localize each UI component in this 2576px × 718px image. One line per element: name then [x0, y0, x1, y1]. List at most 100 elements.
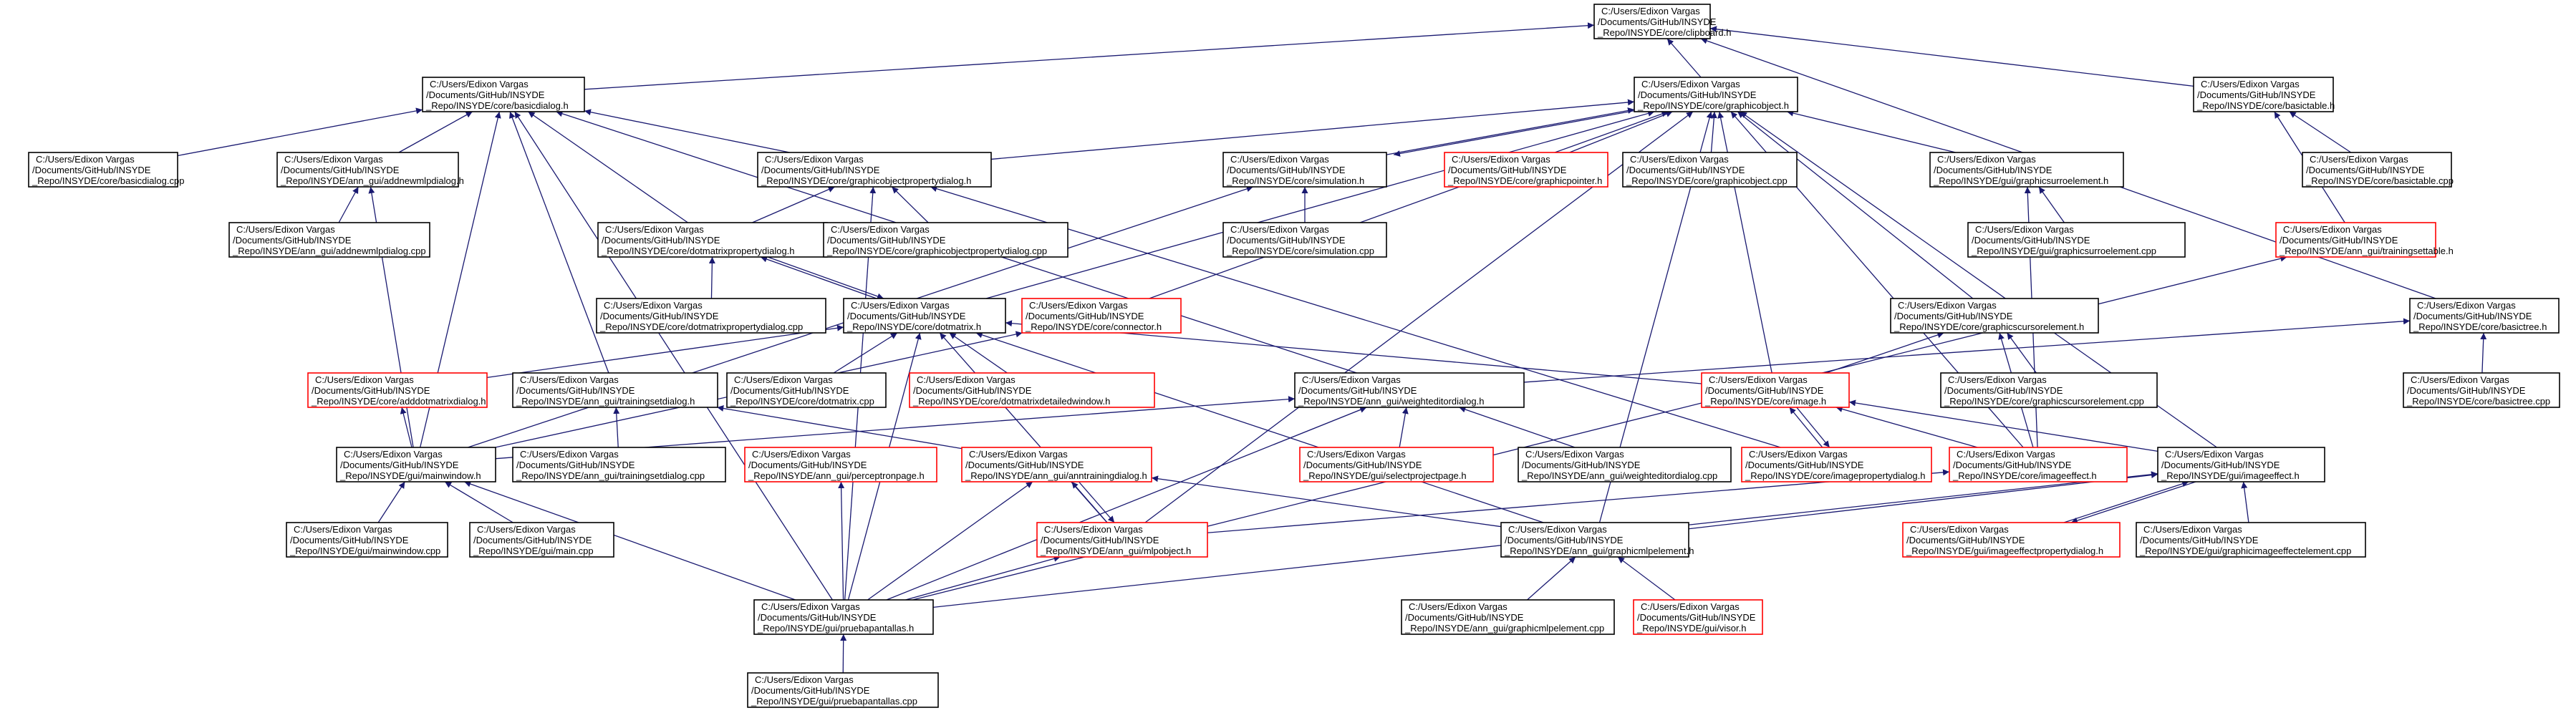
node-box[interactable] [2403, 372, 2560, 408]
node-box[interactable] [469, 522, 614, 558]
node-box[interactable] [1701, 372, 1850, 408]
node-box[interactable] [909, 372, 1155, 408]
node-simulation-h[interactable]: C:/Users/Edixon Vargas/Documents/GitHub/… [1222, 152, 1387, 188]
node-box[interactable] [28, 152, 178, 188]
node-box[interactable] [512, 372, 718, 408]
node-trainingsetdialog-cpp[interactable]: C:/Users/Edixon Vargas/Documents/GitHub/… [512, 447, 726, 482]
node-addnewmlpdialog-cpp[interactable]: C:/Users/Edixon Vargas/Documents/GitHub/… [228, 222, 430, 258]
node-imageeffect-core-h[interactable]: C:/Users/Edixon Vargas/Documents/GitHub/… [1949, 447, 2128, 482]
node-graphicobject-h[interactable]: C:/Users/Edixon Vargas/Documents/GitHub/… [1634, 77, 1798, 112]
node-box[interactable] [1518, 447, 1732, 482]
node-graphicscursorelement-h[interactable]: C:/Users/Edixon Vargas/Documents/GitHub/… [1890, 298, 2099, 334]
node-adddotmatrixdialog-h[interactable]: C:/Users/Edixon Vargas/Documents/GitHub/… [307, 372, 488, 408]
node-trainingsettable-h[interactable]: C:/Users/Edixon Vargas/Documents/GitHub/… [2275, 222, 2454, 258]
node-box[interactable] [1634, 77, 1798, 112]
node-graphicimageeffectelement-cpp[interactable]: C:/Users/Edixon Vargas/Documents/GitHub/… [2136, 522, 2366, 558]
node-box[interactable] [1294, 372, 1525, 408]
node-graphicsurroelement-cpp[interactable]: C:/Users/Edixon Vargas/Documents/GitHub/… [1967, 222, 2186, 258]
node-imageeffect-gui-h[interactable]: C:/Users/Edixon Vargas/Documents/GitHub/… [2157, 447, 2325, 482]
node-box[interactable] [228, 222, 430, 258]
node-box[interactable] [961, 447, 1152, 482]
node-box[interactable] [726, 372, 887, 408]
node-box[interactable] [1299, 447, 1494, 482]
node-box[interactable] [744, 447, 937, 482]
node-box[interactable] [2136, 522, 2366, 558]
node-box[interactable] [1949, 447, 2128, 482]
node-basicdialog-h[interactable]: C:/Users/Edixon Vargas/Documents/GitHub/… [422, 77, 585, 112]
node-box[interactable] [1222, 222, 1387, 258]
node-basicdialog-cpp[interactable]: C:/Users/Edixon Vargas/Documents/GitHub/… [28, 152, 184, 188]
node-visor-h[interactable]: C:/Users/Edixon Vargas/Documents/GitHub/… [1633, 599, 1763, 635]
node-box[interactable] [1940, 372, 2158, 408]
node-basictree-h[interactable]: C:/Users/Edixon Vargas/Documents/GitHub/… [2409, 298, 2560, 334]
node-main-cpp[interactable]: C:/Users/Edixon Vargas/Documents/GitHub/… [469, 522, 614, 558]
node-box[interactable] [1036, 522, 1208, 558]
node-mlpobject-h[interactable]: C:/Users/Edixon Vargas/Documents/GitHub/… [1036, 522, 1208, 558]
node-dotmatrixdetailedwindow-h[interactable]: C:/Users/Edixon Vargas/Documents/GitHub/… [909, 372, 1155, 408]
node-box[interactable] [307, 372, 488, 408]
node-pruebapantallas-h[interactable]: C:/Users/Edixon Vargas/Documents/GitHub/… [753, 599, 934, 635]
node-dotmatrixpropertydialog-h[interactable]: C:/Users/Edixon Vargas/Documents/GitHub/… [597, 222, 828, 258]
node-graphicmlpelement-cpp[interactable]: C:/Users/Edixon Vargas/Documents/GitHub/… [1401, 599, 1615, 635]
node-box[interactable] [512, 447, 726, 482]
node-box[interactable] [2302, 152, 2452, 188]
node-box[interactable] [757, 152, 992, 188]
node-weighteditordialog-h[interactable]: C:/Users/Edixon Vargas/Documents/GitHub/… [1294, 372, 1525, 408]
node-box[interactable] [286, 522, 448, 558]
node-box[interactable] [1593, 4, 1711, 39]
node-trainingsetdialog-h[interactable]: C:/Users/Edixon Vargas/Documents/GitHub/… [512, 372, 718, 408]
node-anntrainingdialog-h[interactable]: C:/Users/Edixon Vargas/Documents/GitHub/… [961, 447, 1152, 482]
node-box[interactable] [1633, 599, 1763, 635]
node-pruebapantallas-cpp[interactable]: C:/Users/Edixon Vargas/Documents/GitHub/… [747, 672, 939, 708]
node-dotmatrixpropertydialog-cpp[interactable]: C:/Users/Edixon Vargas/Documents/GitHub/… [596, 298, 826, 334]
node-box[interactable] [747, 672, 939, 708]
node-mainwindow-cpp[interactable]: C:/Users/Edixon Vargas/Documents/GitHub/… [286, 522, 448, 558]
node-basictable-h[interactable]: C:/Users/Edixon Vargas/Documents/GitHub/… [2193, 77, 2335, 112]
node-graphicpointer-h[interactable]: C:/Users/Edixon Vargas/Documents/GitHub/… [1444, 152, 1608, 188]
node-box[interactable] [1021, 298, 1182, 334]
node-imagepropertydialog-h[interactable]: C:/Users/Edixon Vargas/Documents/GitHub/… [1741, 447, 1932, 482]
node-graphicobjectpropertydialog-cpp[interactable]: C:/Users/Edixon Vargas/Documents/GitHub/… [823, 222, 1068, 258]
node-graphicscursorelement-cpp[interactable]: C:/Users/Edixon Vargas/Documents/GitHub/… [1940, 372, 2158, 408]
node-clipboard[interactable]: C:/Users/Edixon Vargas/Documents/GitHub/… [1593, 4, 1731, 39]
node-box[interactable] [336, 447, 496, 482]
node-box[interactable] [843, 298, 1006, 334]
node-simulation-cpp[interactable]: C:/Users/Edixon Vargas/Documents/GitHub/… [1222, 222, 1387, 258]
node-graphicsurroelement-h[interactable]: C:/Users/Edixon Vargas/Documents/GitHub/… [1929, 152, 2124, 188]
node-perceptronpage-h[interactable]: C:/Users/Edixon Vargas/Documents/GitHub/… [744, 447, 937, 482]
node-imageeffectpropertydialog-h[interactable]: C:/Users/Edixon Vargas/Documents/GitHub/… [1902, 522, 2121, 558]
node-connector-h[interactable]: C:/Users/Edixon Vargas/Documents/GitHub/… [1021, 298, 1182, 334]
node-basictable-cpp[interactable]: C:/Users/Edixon Vargas/Documents/GitHub/… [2302, 152, 2454, 188]
node-box[interactable] [2193, 77, 2334, 112]
node-box[interactable] [2157, 447, 2325, 482]
node-selectprojectpage-h[interactable]: C:/Users/Edixon Vargas/Documents/GitHub/… [1299, 447, 1494, 482]
node-box[interactable] [1222, 152, 1387, 188]
node-box[interactable] [1890, 298, 2099, 334]
node-box[interactable] [597, 222, 828, 258]
node-graphicmlpelement-h[interactable]: C:/Users/Edixon Vargas/Documents/GitHub/… [1500, 522, 1694, 558]
node-graphicobject-cpp[interactable]: C:/Users/Edixon Vargas/Documents/GitHub/… [1622, 152, 1798, 188]
node-mainwindow-h[interactable]: C:/Users/Edixon Vargas/Documents/GitHub/… [336, 447, 496, 482]
node-box[interactable] [823, 222, 1068, 258]
node-box[interactable] [1500, 522, 1689, 558]
node-box[interactable] [596, 298, 826, 334]
node-box[interactable] [1902, 522, 2121, 558]
node-graphicobjectpropertydialog-h[interactable]: C:/Users/Edixon Vargas/Documents/GitHub/… [757, 152, 992, 188]
node-box[interactable] [1929, 152, 2124, 188]
node-dotmatrix-h[interactable]: C:/Users/Edixon Vargas/Documents/GitHub/… [843, 298, 1006, 334]
node-box[interactable] [1622, 152, 1798, 188]
node-box[interactable] [1967, 222, 2186, 258]
node-weighteditordialog-cpp[interactable]: C:/Users/Edixon Vargas/Documents/GitHub/… [1518, 447, 1732, 482]
node-dotmatrix-cpp[interactable]: C:/Users/Edixon Vargas/Documents/GitHub/… [726, 372, 887, 408]
node-box[interactable] [1444, 152, 1608, 188]
node-box[interactable] [2275, 222, 2436, 258]
node-addnewmlpdialog-h[interactable]: C:/Users/Edixon Vargas/Documents/GitHub/… [276, 152, 464, 188]
node-image-h[interactable]: C:/Users/Edixon Vargas/Documents/GitHub/… [1701, 372, 1850, 408]
node-box[interactable] [276, 152, 459, 188]
node-box[interactable] [2409, 298, 2560, 334]
node-box[interactable] [1741, 447, 1932, 482]
node-box[interactable] [753, 599, 934, 635]
node-basictree-cpp[interactable]: C:/Users/Edixon Vargas/Documents/GitHub/… [2403, 372, 2560, 408]
node-box[interactable] [422, 77, 585, 112]
node-box[interactable] [1401, 599, 1615, 635]
